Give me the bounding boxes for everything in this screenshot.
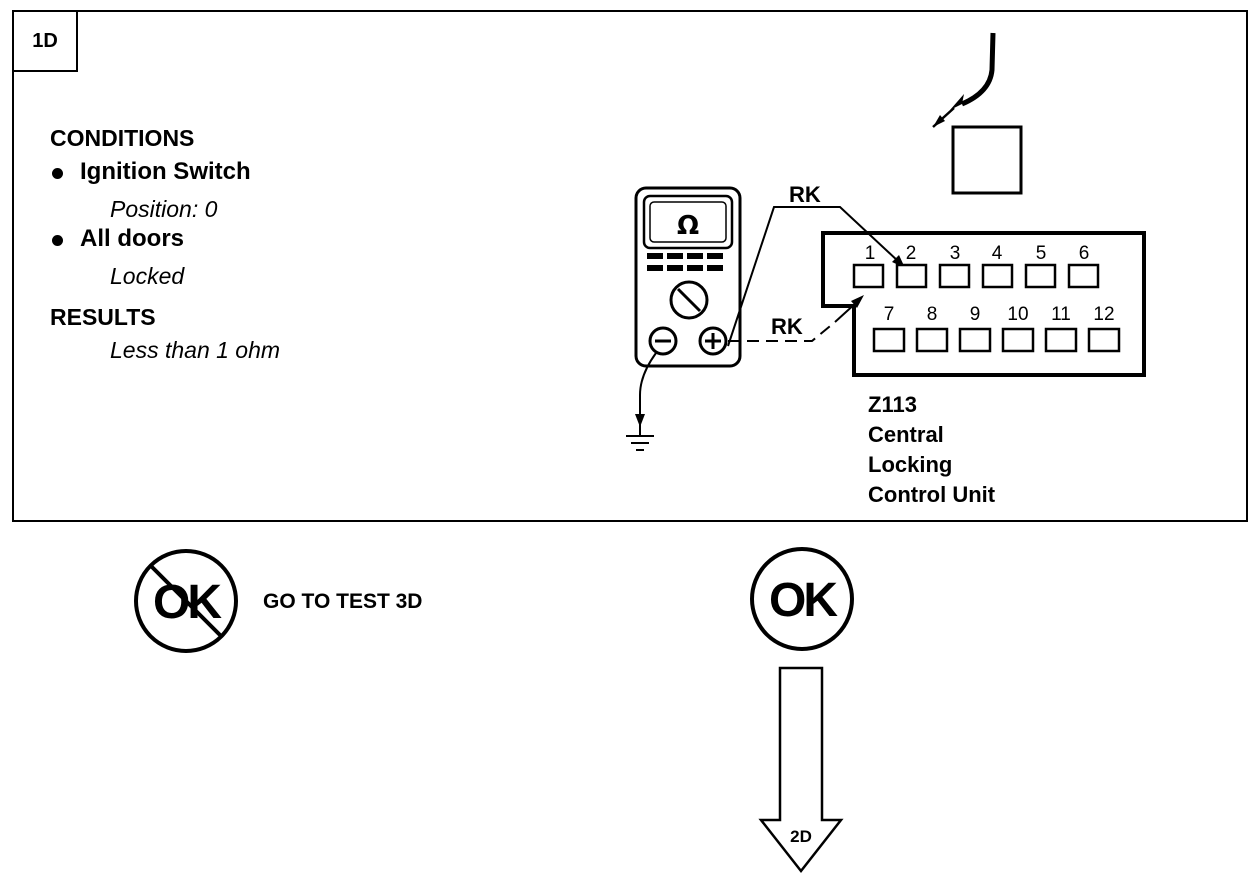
condition-doors-detail: Locked [110, 263, 185, 289]
unit-line-1: Central [868, 422, 944, 447]
unit-line-3: Control Unit [868, 482, 996, 507]
pin-number: 7 [884, 304, 895, 325]
step-label: 1D [12, 10, 78, 72]
results-value: Less than 1 ohm [110, 337, 281, 363]
connector-pins-top [852, 263, 1100, 289]
next-step-label: 2D [790, 827, 812, 846]
multimeter-icon [634, 186, 742, 368]
pin-5 [1024, 263, 1057, 289]
pin-number: 5 [1036, 243, 1047, 264]
condition-doors-label: All doors [80, 225, 185, 252]
condition-ignition-detail: Position: 0 [110, 196, 218, 222]
pin-number: 4 [992, 243, 1003, 264]
not-ok-badge: OK [134, 549, 238, 653]
ok-badge: OK [750, 547, 854, 651]
next-step-arrow-icon [758, 666, 844, 874]
unit-code: Z113 [868, 392, 917, 417]
pin-3 [938, 263, 971, 289]
unit-line-2: Locking [868, 452, 953, 477]
pin-number: 2 [906, 243, 917, 264]
probe-icon [932, 32, 996, 128]
results-heading: RESULTS [50, 304, 156, 330]
go-to-test-text: GO TO TEST 3D [263, 590, 423, 613]
bullet-icon [52, 168, 63, 179]
pin-1 [852, 263, 885, 289]
pin-number: 10 [1007, 304, 1028, 325]
wire-label-lower: RK [771, 314, 803, 339]
pin-number: 9 [970, 304, 981, 325]
pin-12 [1087, 327, 1121, 353]
pin-number: 6 [1079, 243, 1090, 264]
pin-2 [895, 263, 928, 289]
connector-pins-bottom [872, 327, 1121, 353]
bullet-icon [52, 235, 63, 246]
condition-ignition-label: Ignition Switch [80, 158, 251, 185]
ground-icon [626, 352, 657, 451]
ohm-symbol: Ω [677, 211, 699, 241]
pin-number: 12 [1093, 304, 1114, 325]
wire-label-upper: RK [789, 182, 821, 207]
pin-number: 8 [927, 304, 938, 325]
pin-6 [1067, 263, 1100, 289]
ok-label: OK [769, 574, 838, 627]
pin-number: 1 [865, 243, 876, 264]
test-frame [12, 10, 1248, 522]
pin-11 [1044, 327, 1078, 353]
pin-8 [915, 327, 949, 353]
pin-10 [1001, 327, 1035, 353]
connector-outline [821, 231, 1146, 377]
pin-7 [872, 327, 906, 353]
pin-9 [958, 327, 992, 353]
conditions-heading: CONDITIONS [50, 125, 195, 151]
probe-square-icon [951, 125, 1023, 195]
pin-number: 11 [1051, 304, 1071, 325]
pin-number: 3 [950, 243, 961, 264]
pin-4 [981, 263, 1014, 289]
